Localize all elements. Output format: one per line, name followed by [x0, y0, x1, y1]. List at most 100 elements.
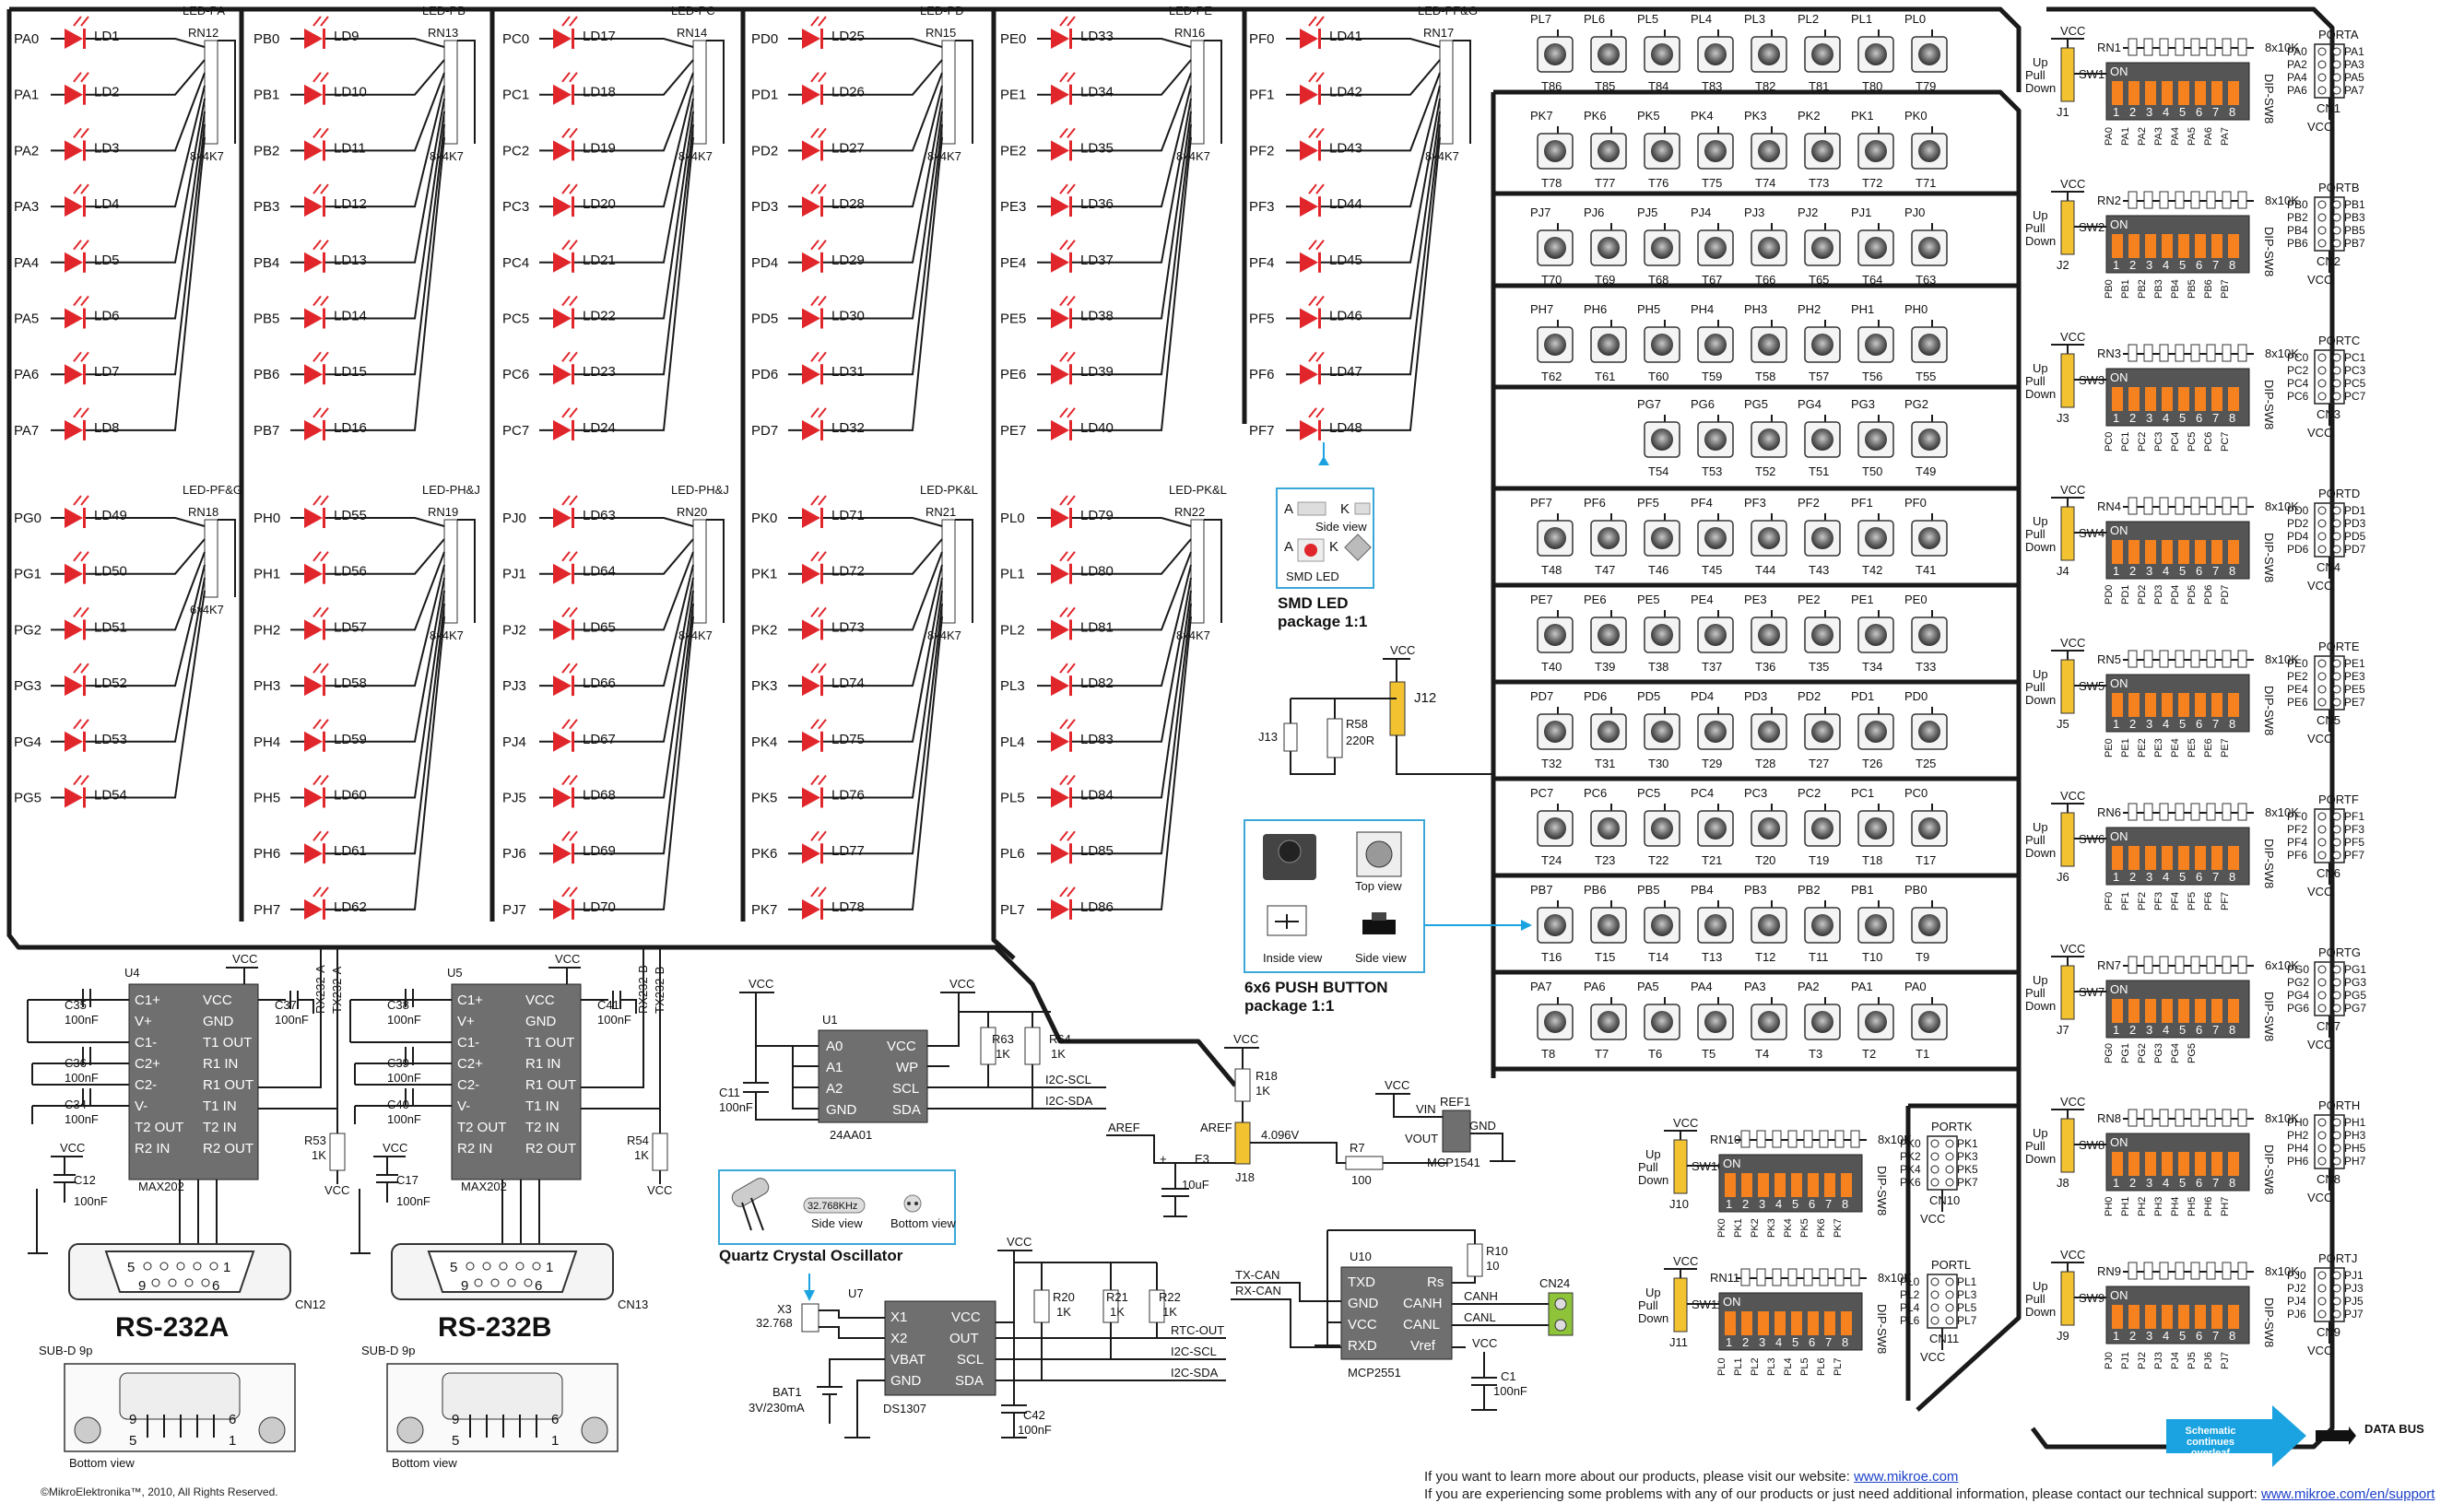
dip-switch-toggle[interactable] — [2162, 999, 2173, 1023]
dip-switch-toggle[interactable] — [2128, 81, 2140, 105]
dip-switch-toggle[interactable] — [1841, 1173, 1852, 1197]
dip-switch-toggle[interactable] — [2228, 234, 2239, 258]
dip-switch-toggle[interactable] — [1808, 1311, 1819, 1335]
dip-switch-toggle[interactable] — [2145, 387, 2156, 411]
pull-jumper[interactable] — [2060, 659, 2075, 714]
dip-switch-toggle[interactable] — [1741, 1311, 1752, 1335]
dip-switch-toggle[interactable] — [2195, 846, 2206, 870]
dip-switch-toggle[interactable] — [2128, 1305, 2140, 1329]
dip-switch-toggle[interactable] — [2112, 999, 2123, 1023]
pull-jumper[interactable] — [2060, 353, 2075, 408]
pull-jumper[interactable] — [2060, 200, 2075, 255]
dip-switch-toggle[interactable] — [2145, 693, 2156, 717]
dip-switch-toggle[interactable] — [2211, 999, 2222, 1023]
dip-switch-toggle[interactable] — [2178, 693, 2189, 717]
jumper-j13[interactable] — [1283, 722, 1298, 752]
dip-switch-toggle[interactable] — [2228, 693, 2239, 717]
pull-jumper[interactable] — [2060, 1118, 2075, 1173]
dip-switch-toggle[interactable] — [2211, 1152, 2222, 1176]
dip-switch-toggle[interactable] — [2228, 387, 2239, 411]
dip-switch-toggle[interactable] — [1725, 1311, 1736, 1335]
dip-switch-toggle[interactable] — [1741, 1173, 1752, 1197]
pull-jumper[interactable] — [1673, 1139, 1688, 1194]
dip-switch-toggle[interactable] — [2128, 1152, 2140, 1176]
dip-switch-toggle[interactable] — [2178, 999, 2189, 1023]
dip-switch-toggle[interactable] — [2195, 1305, 2206, 1329]
support-link[interactable]: www.mikroe.com/en/support — [2261, 1486, 2435, 1502]
dip-switch-toggle[interactable] — [2145, 540, 2156, 564]
dip-switch-toggle[interactable] — [2211, 693, 2222, 717]
dip-switch-toggle[interactable] — [2128, 693, 2140, 717]
dip-switch-toggle[interactable] — [1824, 1173, 1835, 1197]
dip-switch-toggle[interactable] — [2112, 1305, 2123, 1329]
dip-switch-toggle[interactable] — [2162, 693, 2173, 717]
dip-switch-toggle[interactable] — [2128, 846, 2140, 870]
pull-jumper[interactable] — [2060, 506, 2075, 561]
dip-switch-toggle[interactable] — [2178, 1305, 2189, 1329]
dip-switch-toggle[interactable] — [1791, 1173, 1802, 1197]
dip-switch-toggle[interactable] — [2145, 1152, 2156, 1176]
dip-switch-toggle[interactable] — [2162, 540, 2173, 564]
dip-switch-toggle[interactable] — [1774, 1173, 1786, 1197]
dip-switch-toggle[interactable] — [2162, 81, 2173, 105]
dip-switch-toggle[interactable] — [2228, 81, 2239, 105]
dip-switch-toggle[interactable] — [1791, 1311, 1802, 1335]
dip-switch-toggle[interactable] — [2195, 234, 2206, 258]
dip-switch-toggle[interactable] — [2112, 693, 2123, 717]
dip-switch-toggle[interactable] — [2228, 1305, 2239, 1329]
dip-switch-toggle[interactable] — [2178, 387, 2189, 411]
dip-switch-toggle[interactable] — [1758, 1173, 1769, 1197]
dip-switch-toggle[interactable] — [2195, 540, 2206, 564]
pull-jumper[interactable] — [2060, 965, 2075, 1020]
dip-switch-toggle[interactable] — [2195, 999, 2206, 1023]
website-link[interactable]: www.mikroe.com — [1854, 1469, 1959, 1485]
dip-switch-toggle[interactable] — [1824, 1311, 1835, 1335]
dip-switch-toggle[interactable] — [2228, 846, 2239, 870]
dip-switch-toggle[interactable] — [2178, 846, 2189, 870]
dip-switch-toggle[interactable] — [1808, 1173, 1819, 1197]
pull-jumper[interactable] — [1673, 1277, 1688, 1333]
dip-switch-toggle[interactable] — [2128, 999, 2140, 1023]
dip-switch-toggle[interactable] — [2162, 387, 2173, 411]
dip-switch-toggle[interactable] — [2211, 387, 2222, 411]
pull-jumper[interactable] — [2060, 1271, 2075, 1326]
dip-switch-toggle[interactable] — [2112, 1152, 2123, 1176]
dip-switch-toggle[interactable] — [2112, 234, 2123, 258]
dip-switch-toggle[interactable] — [2128, 387, 2140, 411]
dip-switch-toggle[interactable] — [2195, 81, 2206, 105]
pull-jumper[interactable] — [2060, 47, 2075, 102]
dip-switch-toggle[interactable] — [2112, 540, 2123, 564]
dip-switch-toggle[interactable] — [2128, 234, 2140, 258]
dip-switch-toggle[interactable] — [2145, 1305, 2156, 1329]
dip-switch-toggle[interactable] — [2195, 1152, 2206, 1176]
dip-switch-toggle[interactable] — [2228, 1152, 2239, 1176]
jumper-j18[interactable] — [1234, 1121, 1251, 1165]
dip-switch-toggle[interactable] — [2112, 387, 2123, 411]
dip-switch-toggle[interactable] — [2145, 81, 2156, 105]
dip-switch-toggle[interactable] — [2211, 1305, 2222, 1329]
dip-switch-toggle[interactable] — [2162, 1305, 2173, 1329]
dip-switch-toggle[interactable] — [2145, 234, 2156, 258]
dip-switch-toggle[interactable] — [2178, 540, 2189, 564]
dip-switch-toggle[interactable] — [2162, 234, 2173, 258]
dip-switch-toggle[interactable] — [2162, 1152, 2173, 1176]
dip-switch-toggle[interactable] — [2211, 234, 2222, 258]
dip-switch-toggle[interactable] — [2228, 540, 2239, 564]
pull-jumper[interactable] — [2060, 812, 2075, 867]
dip-switch-toggle[interactable] — [1841, 1311, 1852, 1335]
dip-switch-toggle[interactable] — [2178, 1152, 2189, 1176]
dip-switch-toggle[interactable] — [1725, 1173, 1736, 1197]
dip-switch-toggle[interactable] — [2145, 846, 2156, 870]
dip-switch-toggle[interactable] — [1758, 1311, 1769, 1335]
dip-switch-toggle[interactable] — [2178, 234, 2189, 258]
dip-switch-toggle[interactable] — [2112, 846, 2123, 870]
dip-switch-toggle[interactable] — [2145, 999, 2156, 1023]
jumper-j12[interactable] — [1389, 681, 1406, 736]
dip-switch-toggle[interactable] — [2178, 81, 2189, 105]
dip-switch-toggle[interactable] — [2211, 846, 2222, 870]
dip-switch-toggle[interactable] — [2162, 846, 2173, 870]
dip-switch-toggle[interactable] — [2128, 540, 2140, 564]
dip-switch-toggle[interactable] — [2228, 999, 2239, 1023]
dip-switch-toggle[interactable] — [1774, 1311, 1786, 1335]
dip-switch-toggle[interactable] — [2195, 387, 2206, 411]
